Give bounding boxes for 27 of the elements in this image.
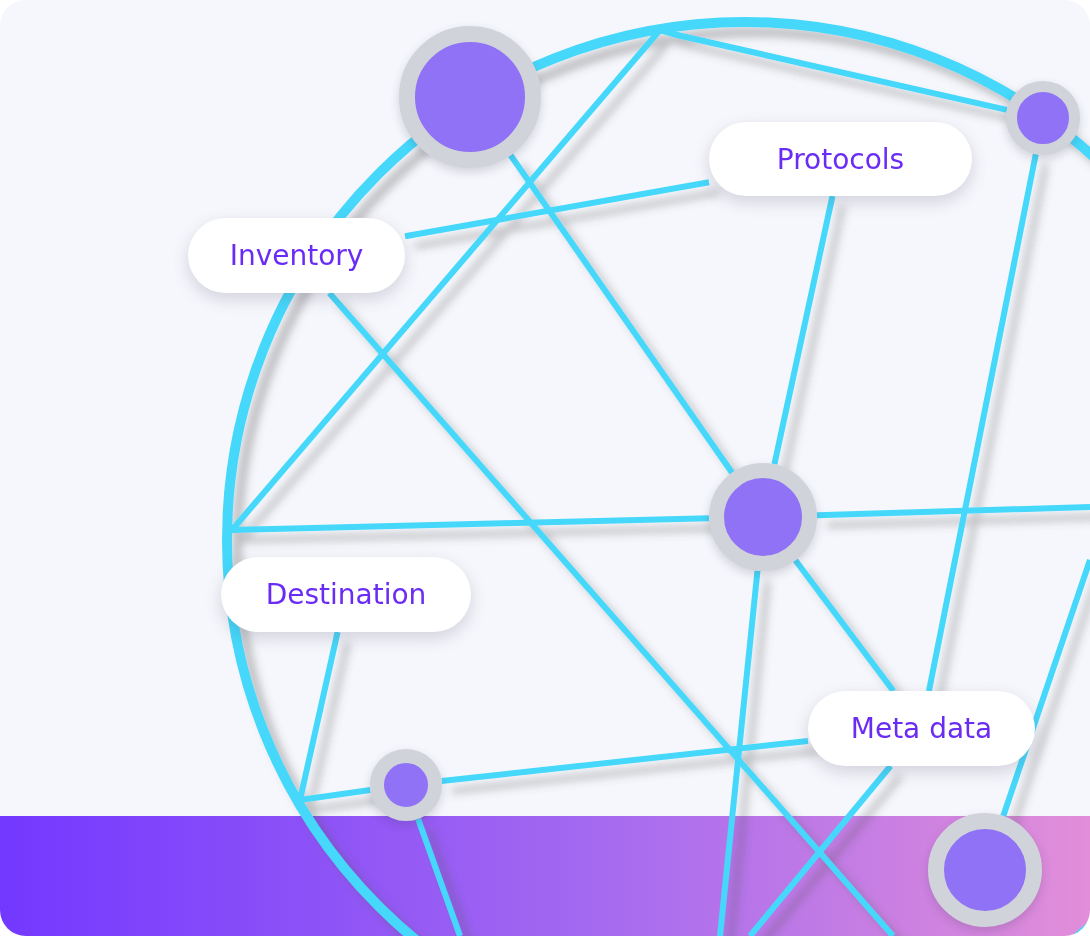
connector-line [1000, 559, 1090, 817]
pill-label: Meta data [850, 712, 993, 745]
connector-line [508, 153, 735, 475]
connector-line [231, 515, 710, 533]
pill-label: Destination [265, 578, 427, 611]
connector-line [717, 570, 761, 936]
network-node-circle [399, 26, 541, 168]
network-node-circle [370, 749, 442, 821]
connector-line [747, 764, 893, 936]
network-node-circle [1006, 81, 1080, 155]
network-node-circle [709, 463, 817, 571]
pill-label: Inventory [229, 239, 364, 272]
connector-line [327, 291, 896, 936]
connector-line [415, 817, 463, 936]
pill-label: Protocols [776, 142, 905, 176]
connector-line [816, 504, 1090, 519]
connector-line [771, 195, 836, 465]
label-pill [709, 122, 972, 196]
label-pill [188, 218, 405, 293]
connector-line [676, 32, 1008, 113]
connector-line [296, 631, 371, 804]
label-pill [221, 557, 471, 632]
connector-line [793, 558, 896, 693]
connector-line [441, 737, 809, 785]
label-pill [808, 691, 1035, 766]
connector-line [926, 153, 1039, 692]
connector-line [404, 179, 710, 240]
